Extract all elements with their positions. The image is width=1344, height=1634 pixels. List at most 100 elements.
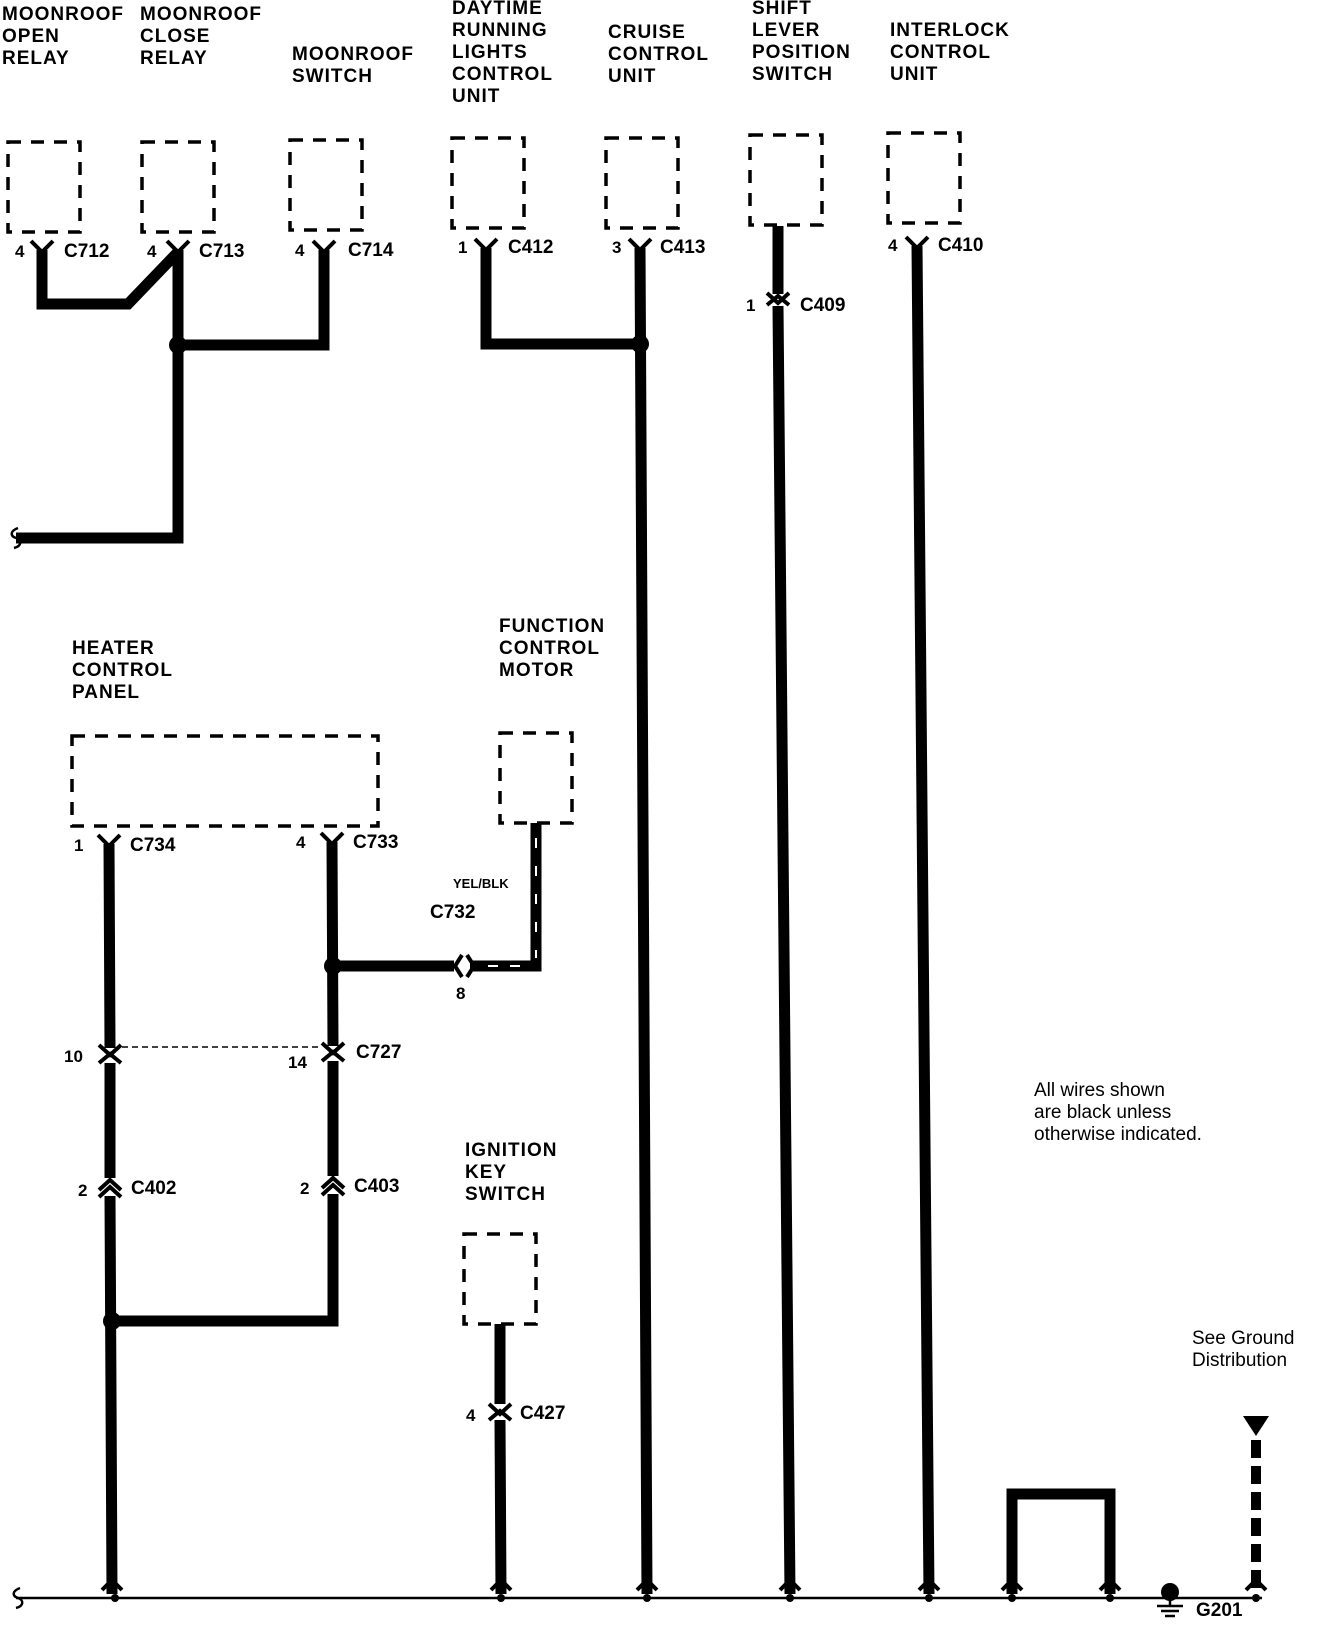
svg-text:4: 4 [15, 242, 25, 261]
svg-text:All wires shown: All wires shown [1034, 1080, 1165, 1101]
connector-c727: 10 14 C727 [64, 1041, 401, 1072]
connector-c712: 4 C712 [15, 239, 109, 262]
svg-text:C427: C427 [520, 1403, 565, 1424]
wire-heater-panel-c733 [326, 841, 339, 1047]
ignition-key-switch-box [462, 1232, 538, 1326]
svg-text:SHIFT: SHIFT [752, 0, 812, 19]
function-control-motor-box [498, 731, 574, 825]
svg-text:IGNITION: IGNITION [465, 1140, 557, 1161]
cruise-control-unit-label: CRUISE CONTROL UNIT [608, 22, 708, 87]
svg-text:CRUISE: CRUISE [608, 22, 686, 43]
moonroof-switch-label: MOONROOF SWITCH [292, 44, 414, 87]
svg-text:C732: C732 [430, 902, 475, 923]
interlock-control-unit-label: INTERLOCK CONTROL UNIT [890, 20, 1009, 85]
svg-text:RUNNING: RUNNING [452, 20, 548, 41]
svg-text:C410: C410 [938, 235, 983, 256]
svg-text:C413: C413 [660, 237, 705, 258]
shift-lever-switch-box [748, 133, 824, 227]
svg-text:C713: C713 [199, 241, 244, 262]
svg-text:LEVER: LEVER [752, 20, 820, 41]
connector-c402: 2 C402 [78, 1177, 176, 1200]
svg-text:3: 3 [612, 238, 621, 257]
svg-text:C712: C712 [64, 241, 109, 262]
svg-text:C714: C714 [348, 240, 394, 261]
ground-distribution-reference: See Ground Distribution [1192, 1328, 1294, 1371]
svg-text:4: 4 [296, 833, 306, 852]
ignition-key-switch-label: IGNITION KEY SWITCH [465, 1140, 557, 1205]
svg-text:C409: C409 [800, 295, 845, 316]
svg-text:MOTOR: MOTOR [499, 660, 574, 681]
moonroof-open-relay-label: MOONROOF OPEN RELAY [2, 4, 124, 69]
svg-text:MOONROOF: MOONROOF [292, 44, 414, 65]
svg-text:4: 4 [147, 242, 157, 261]
ground-g201-symbol [1157, 1583, 1183, 1618]
wire-yel-blk [470, 823, 542, 972]
svg-text:1: 1 [458, 238, 467, 257]
svg-text:CONTROL: CONTROL [890, 42, 991, 63]
svg-text:DAYTIME: DAYTIME [452, 0, 543, 19]
wire-interlock [911, 245, 935, 1595]
svg-text:UNIT: UNIT [890, 64, 938, 85]
wire-color-label: YEL/BLK [453, 876, 509, 891]
svg-text:MOONROOF: MOONROOF [2, 4, 124, 25]
function-control-motor-label: FUNCTION CONTROL MOTOR [499, 616, 605, 681]
drl-control-unit-box [450, 136, 526, 230]
moonroof-close-relay-box [140, 140, 216, 234]
drl-control-unit-label: DAYTIME RUNNING LIGHTS CONTROL UNIT [452, 0, 552, 107]
connector-c734: 1 C734 [74, 833, 176, 856]
svg-text:C734: C734 [130, 835, 176, 856]
svg-text:RELAY: RELAY [2, 48, 70, 69]
svg-text:POSITION: POSITION [752, 42, 851, 63]
wire-moonroof-open-relay [36, 248, 182, 310]
wire-color-note: All wires shown are black unless otherwi… [1034, 1080, 1202, 1145]
svg-text:4: 4 [295, 241, 305, 260]
svg-text:2: 2 [78, 1181, 87, 1200]
ground-reference-arrow [1243, 1416, 1269, 1436]
moonroof-close-relay-label: MOONROOF CLOSE RELAY [140, 4, 261, 69]
svg-text:1: 1 [746, 296, 755, 315]
connector-c413: 3 C413 [612, 237, 705, 258]
connector-c714: 4 C714 [295, 239, 394, 261]
svg-text:KEY: KEY [465, 1162, 507, 1183]
splice-heater-ground [103, 1312, 121, 1330]
svg-text:LIGHTS: LIGHTS [452, 42, 528, 63]
interlock-control-unit-box [886, 131, 962, 225]
svg-text:OPEN: OPEN [2, 26, 60, 47]
svg-text:14: 14 [288, 1053, 307, 1072]
moonroof-switch-box [288, 138, 364, 232]
svg-text:CONTROL: CONTROL [72, 660, 173, 681]
svg-text:UNIT: UNIT [452, 86, 500, 107]
svg-text:C733: C733 [353, 832, 398, 853]
svg-text:8: 8 [456, 984, 465, 1003]
cruise-control-unit-box [604, 136, 680, 230]
svg-text:SWITCH: SWITCH [465, 1184, 546, 1205]
wire-yel-blk-stripe [488, 838, 537, 967]
heater-control-panel-label: HEATER CONTROL PANEL [72, 638, 173, 703]
svg-text:Distribution: Distribution [1192, 1350, 1287, 1371]
ground-bus-connectors [100, 1577, 1268, 1592]
connector-c713: 4 C713 [147, 239, 244, 262]
svg-text:2: 2 [300, 1179, 309, 1198]
svg-text:PANEL: PANEL [72, 682, 140, 703]
heater-control-panel-box [70, 734, 380, 828]
connector-c732: C732 8 [430, 902, 477, 1003]
svg-text:1: 1 [74, 836, 83, 855]
svg-text:C727: C727 [356, 1042, 401, 1063]
wire-heater-panel-c734 [103, 843, 116, 1049]
svg-text:C412: C412 [508, 237, 553, 258]
svg-text:RELAY: RELAY [140, 48, 208, 69]
svg-text:See Ground: See Ground [1192, 1328, 1294, 1349]
svg-text:C403: C403 [354, 1176, 399, 1197]
svg-text:FUNCTION: FUNCTION [499, 616, 605, 637]
connector-c409: 1 C409 [746, 291, 845, 316]
wire-drl-unit [480, 248, 640, 350]
svg-text:HEATER: HEATER [72, 638, 155, 659]
svg-text:CLOSE: CLOSE [140, 26, 210, 47]
ground-g201-label: G201 [1196, 1600, 1243, 1621]
ground-bus-splices [111, 1594, 1260, 1602]
svg-text:4: 4 [888, 236, 898, 255]
wire-moonroof-switch [178, 250, 330, 351]
splice-heater-function [324, 957, 342, 975]
splice-moonroof [169, 336, 187, 354]
ground-bus-break-symbol [12, 1586, 24, 1610]
